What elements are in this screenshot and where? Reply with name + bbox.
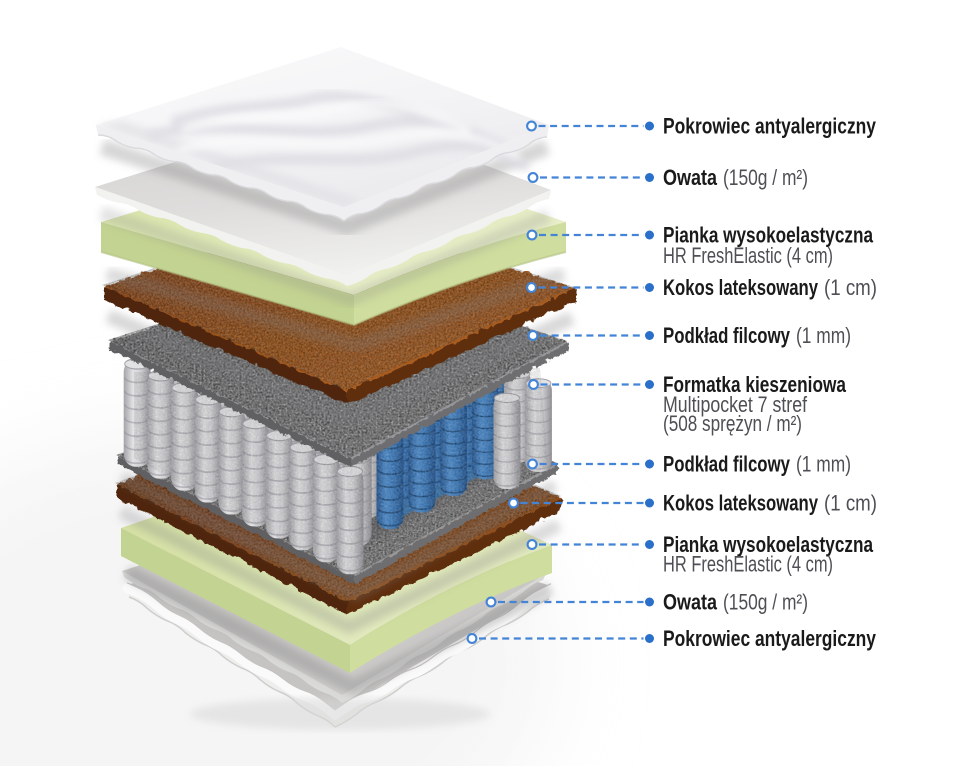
svg-text:Owata: Owata	[663, 590, 718, 615]
svg-text:(150g / m²): (150g / m²)	[723, 165, 808, 190]
svg-text:Pokrowiec antyalergiczny: Pokrowiec antyalergiczny	[663, 114, 877, 139]
svg-text:HR FreshElastic (4 cm): HR FreshElastic (4 cm)	[663, 552, 833, 577]
svg-text:(150g / m²): (150g / m²)	[723, 590, 808, 615]
svg-text:Pianka wysokoelastyczna: Pianka wysokoelastyczna	[663, 223, 874, 248]
svg-text:Kokos lateksowany: Kokos lateksowany	[663, 491, 819, 516]
svg-text:Pianka wysokoelastyczna: Pianka wysokoelastyczna	[663, 532, 874, 557]
svg-text:(1 cm): (1 cm)	[824, 491, 877, 516]
svg-text:Multipocket 7 stref: Multipocket 7 stref	[663, 392, 808, 417]
svg-text:Kokos lateksowany: Kokos lateksowany	[663, 275, 819, 300]
svg-text:Pokrowiec antyalergiczny: Pokrowiec antyalergiczny	[663, 626, 877, 651]
svg-text:(1 cm): (1 cm)	[824, 275, 877, 300]
svg-text:(508 sprężyn / m²): (508 sprężyn / m²)	[663, 411, 802, 436]
svg-text:Owata: Owata	[663, 165, 718, 190]
svg-text:HR FreshElastic (4 cm): HR FreshElastic (4 cm)	[663, 243, 833, 268]
svg-text:Podkład filcowy: Podkład filcowy	[663, 323, 791, 348]
svg-text:(1 mm): (1 mm)	[796, 452, 851, 477]
svg-text:(1 mm): (1 mm)	[796, 323, 851, 348]
svg-text:Podkład filcowy: Podkład filcowy	[663, 452, 791, 477]
svg-text:Formatka kieszeniowa: Formatka kieszeniowa	[663, 372, 847, 397]
